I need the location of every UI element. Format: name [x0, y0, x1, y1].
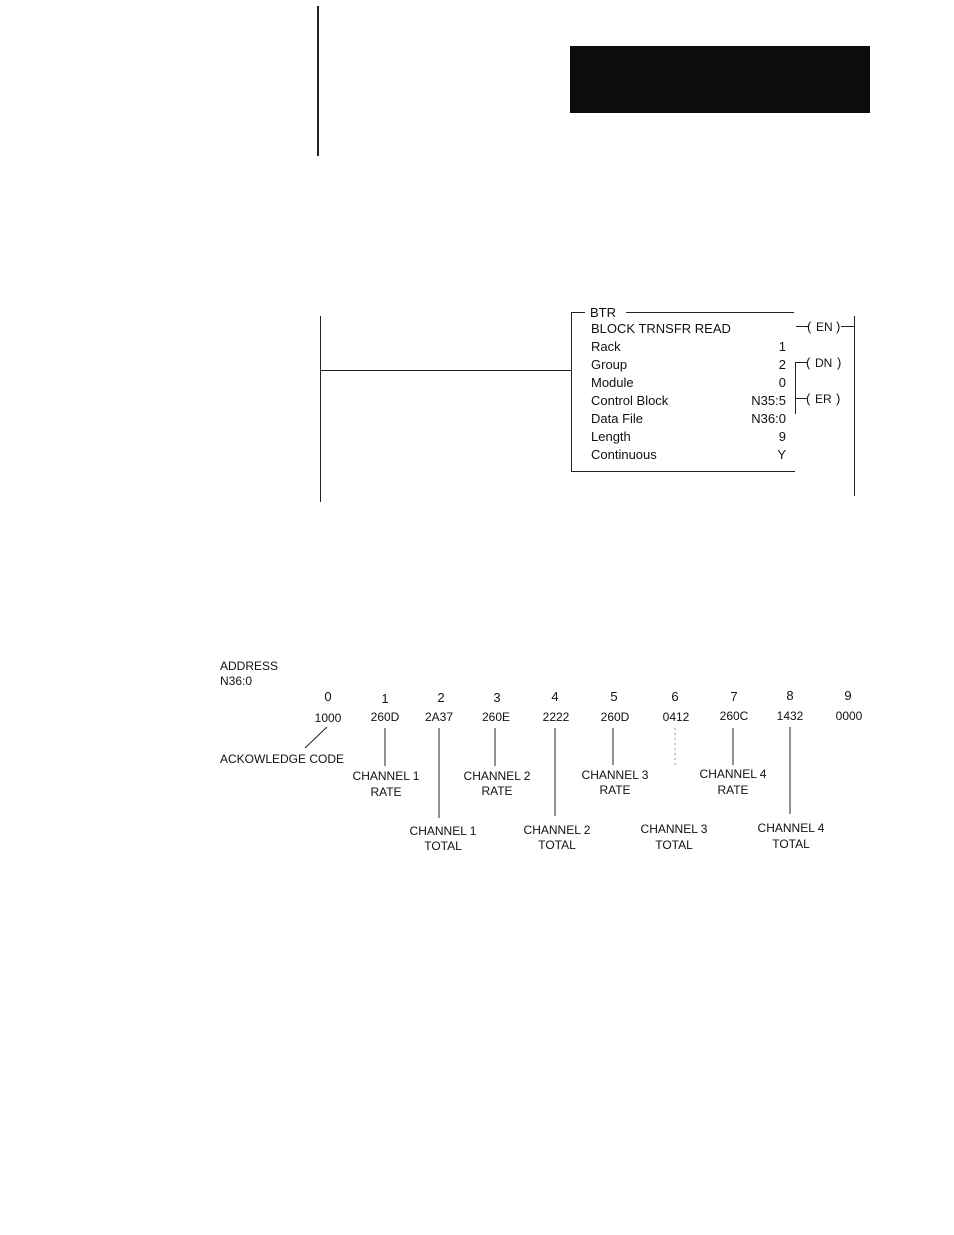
ch2-total-label-line2: TOTAL [538, 838, 576, 852]
ack-code-label: ACKOWLEDGE CODE [220, 752, 345, 766]
en-coil-label: EN [816, 320, 833, 334]
en-coil-open-paren: ( [807, 319, 812, 334]
ch4-rate-label-line1: CHANNEL 4 [699, 767, 767, 781]
word-value-6: 0412 [662, 710, 690, 724]
ch1-rate-label-line2: RATE [370, 785, 402, 799]
dn-coil-close-paren: ) [837, 355, 842, 370]
right-power-rail [854, 316, 855, 496]
dn-coil-label: DN [815, 356, 833, 370]
ch3-rate-label-line2: RATE [599, 783, 631, 797]
word-index-5: 5 [610, 689, 618, 704]
word-index-6: 6 [671, 689, 679, 704]
param-value-continuous: Y [777, 447, 786, 462]
en-coil-wire-right [841, 326, 855, 327]
word-index-8: 8 [786, 688, 794, 703]
ch1-total-label-line1: CHANNEL 1 [409, 824, 477, 838]
param-label-continuous: Continuous [591, 447, 657, 462]
ch3-total-label-line1: CHANNEL 3 [640, 822, 708, 836]
er-coil-label: ER [815, 392, 832, 406]
btr-box-top-right [626, 312, 794, 313]
btr-box-bottom-edge [571, 471, 795, 472]
en-coil-close-paren: ) [836, 319, 841, 334]
param-value-length: 9 [778, 429, 786, 444]
dn-coil-open-paren: ( [806, 355, 811, 370]
ch2-rate-label-line2: RATE [481, 784, 513, 798]
word-value-4: 2222 [542, 710, 570, 724]
en-coil-wire-left [796, 326, 808, 327]
margin-rule [317, 6, 319, 156]
btr-box-left-edge [571, 312, 572, 472]
param-label-rack: Rack [591, 339, 621, 354]
param-label-control-block: Control Block [591, 393, 669, 408]
chapter-header-block [570, 46, 870, 113]
param-value-module: 0 [778, 375, 786, 390]
dn-er-branch [795, 362, 796, 414]
word-index-9: 9 [844, 688, 852, 703]
btr-title: BLOCK TRNSFR READ [591, 321, 731, 336]
er-coil-open-paren: ( [806, 391, 811, 406]
param-value-rack: 1 [778, 339, 786, 354]
word-value-2: 2A37 [424, 710, 454, 724]
word-value-0: 1000 [314, 711, 342, 725]
word-index-3: 3 [493, 690, 501, 705]
param-value-data-file: N36:0 [751, 411, 786, 426]
param-label-data-file: Data File [591, 411, 644, 426]
rung-wire [320, 370, 571, 371]
ch1-rate-label-line1: CHANNEL 1 [352, 769, 420, 783]
er-coil-wire [795, 398, 807, 399]
word-index-4: 4 [551, 689, 559, 704]
ch4-rate-label-line2: RATE [717, 783, 749, 797]
ch2-total-label-line1: CHANNEL 2 [523, 823, 591, 837]
left-power-rail [320, 316, 321, 502]
param-value-group: 2 [778, 357, 786, 372]
ch3-rate-label-line1: CHANNEL 3 [581, 768, 649, 782]
word-index-0: 0 [324, 689, 332, 704]
ch4-total-label-line2: TOTAL [772, 837, 810, 851]
ch4-total-label-line1: CHANNEL 4 [757, 821, 825, 835]
ch1-total-label-line2: TOTAL [424, 839, 462, 853]
address-label: ADDRESS [220, 659, 279, 673]
er-coil-close-paren: ) [836, 391, 841, 406]
word-value-5: 260D [600, 710, 630, 724]
param-label-length: Length [591, 429, 631, 444]
param-label-module: Module [591, 375, 634, 390]
word-value-9: 0000 [835, 709, 863, 723]
word-value-1: 260D [370, 710, 400, 724]
ack-leader [304, 726, 328, 749]
ch3-total-label-line2: TOTAL [655, 838, 693, 852]
dn-coil-wire [795, 362, 807, 363]
btr-mnemonic: BTR [590, 305, 616, 320]
address-value: N36:0 [220, 674, 253, 688]
word-index-7: 7 [730, 689, 738, 704]
word-value-3: 260E [481, 710, 511, 724]
word-value-8: 1432 [776, 709, 804, 723]
word-index-2: 2 [437, 690, 445, 705]
ch2-rate-label-line1: CHANNEL 2 [463, 769, 531, 783]
btr-box-top-left [571, 312, 585, 313]
word-index-1: 1 [381, 691, 389, 706]
param-label-group: Group [591, 357, 628, 372]
word-value-7: 260C [719, 709, 749, 723]
param-value-control-block: N35:5 [751, 393, 786, 408]
